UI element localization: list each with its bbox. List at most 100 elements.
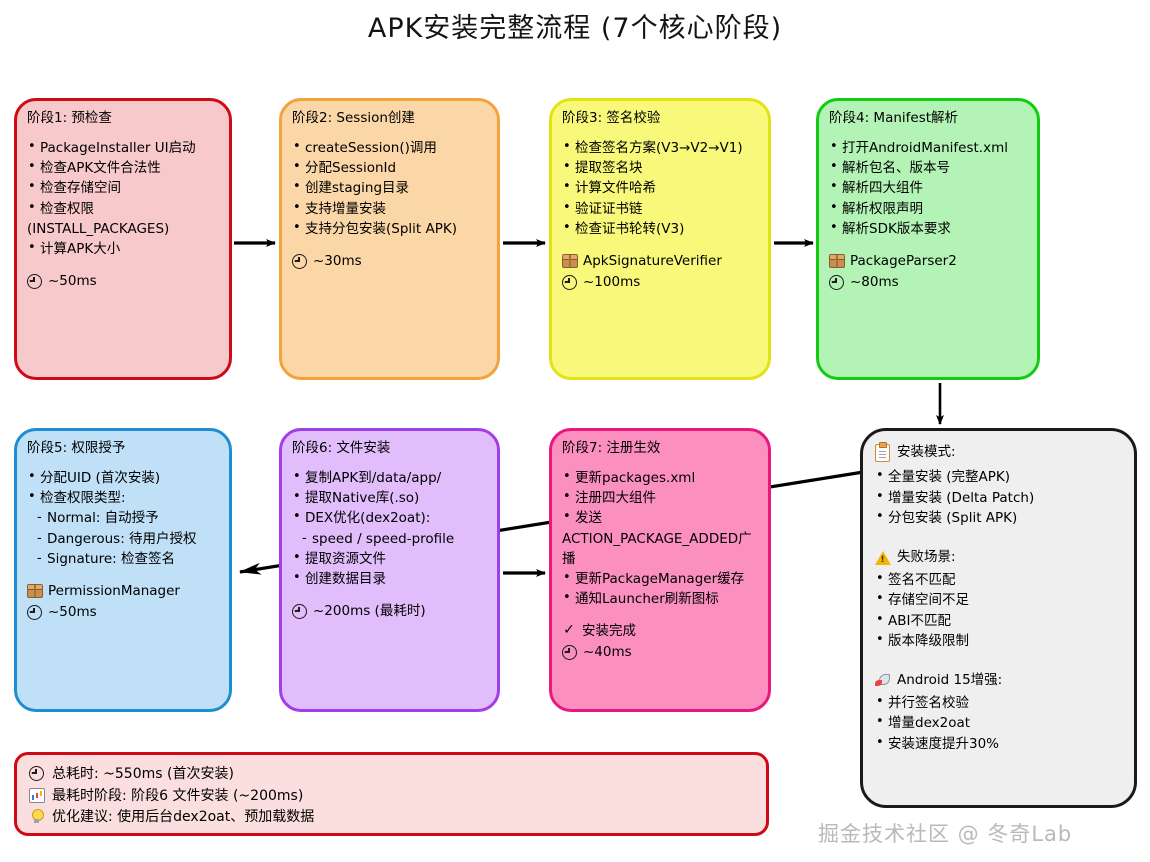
info-heading-text: Android 15增强: <box>897 671 1003 688</box>
summary-text: 最耗时阶段: 阶段6 文件安装 (~200ms) <box>52 787 304 804</box>
list-item: 解析包名、版本号 <box>829 158 1027 178</box>
page-title: APK安装完整流程 (7个核心阶段) <box>367 13 783 44</box>
list-item: ACTION_PACKAGE_ADDED广 <box>562 530 752 547</box>
list-item: 复制APK到/data/app/ <box>292 468 487 488</box>
duration-text: ~50ms <box>48 604 97 621</box>
list-item: 提取签名块 <box>562 158 758 178</box>
duration-text: ~100ms <box>583 274 641 291</box>
list-item: 计算APK大小 <box>27 239 219 259</box>
status-row: ✓ 安装完成 <box>562 622 758 642</box>
info-heading-text: 安装模式: <box>897 444 956 461</box>
phase-card-6-title: 阶段6: 文件安装 <box>292 440 391 456</box>
component-row: PermissionManager <box>27 582 219 602</box>
list-item: 版本降级限制 <box>875 631 1122 651</box>
list-item: 更新packages.xml <box>562 468 758 488</box>
list-item: 打开AndroidManifest.xml <box>829 138 1027 158</box>
duration-row: ~40ms <box>562 643 758 664</box>
package-icon <box>829 252 845 272</box>
phase-card-3-meta: ApkSignatureVerifier ~100ms <box>562 252 758 294</box>
component-row: ApkSignatureVerifier <box>562 252 758 272</box>
clock-icon <box>562 643 577 664</box>
summary-row-slowest-phase: 最耗时阶段: 阶段6 文件安装 (~200ms) <box>29 786 754 808</box>
duration-row: ~50ms <box>27 603 219 624</box>
phase-card-5-title: 阶段5: 权限授予 <box>27 440 126 456</box>
list-item: 解析权限声明 <box>829 199 1027 219</box>
phase-card-4-list: 打开AndroidManifest.xml 解析包名、版本号 解析四大组件 解析… <box>829 138 1027 239</box>
duration-text: ~30ms <box>313 252 362 269</box>
chart-icon <box>29 786 45 807</box>
phase-card-1-title: 阶段1: 预检查 <box>27 110 112 126</box>
info-list: 签名不匹配 存储空间不足 ABI不匹配 版本降级限制 <box>875 570 1122 652</box>
duration-row: ~200ms (最耗时) <box>292 602 487 623</box>
list-item: 创建数据目录 <box>292 569 487 589</box>
list-item: 分包安装 (Split APK) <box>875 508 1122 528</box>
list-item: 计算文件哈希 <box>562 178 758 198</box>
phase-card-1: 阶段1: 预检查 PackageInstaller UI启动 检查APK文件合法… <box>14 98 232 380</box>
status-text: 安装完成 <box>582 623 636 640</box>
list-item: Dangerous: 待用户授权 <box>27 530 219 549</box>
duration-row: ~50ms <box>27 272 219 293</box>
duration-text: ~80ms <box>850 274 899 291</box>
list-item: 检查签名方案(V3→V2→V1) <box>562 138 758 158</box>
phase-card-7-meta: ✓ 安装完成 ~40ms <box>562 622 758 664</box>
package-icon <box>562 252 578 272</box>
phase-card-1-list: PackageInstaller UI启动 检查APK文件合法性 检查存储空间 … <box>27 138 219 259</box>
list-item: 增量安装 (Delta Patch) <box>875 488 1122 508</box>
duration-row: ~80ms <box>829 273 1027 294</box>
clock-icon <box>562 273 577 294</box>
duration-text: ~50ms <box>48 273 97 290</box>
list-item: PackageInstaller UI启动 <box>27 138 219 158</box>
phase-card-3: 阶段3: 签名校验 检查签名方案(V3→V2→V1) 提取签名块 计算文件哈希 … <box>549 98 771 380</box>
check-icon: ✓ <box>563 622 575 639</box>
list-item: 发送 <box>562 508 758 528</box>
clock-icon <box>829 273 844 294</box>
list-item: 分配UID (首次安装) <box>27 468 219 488</box>
package-icon <box>27 582 43 602</box>
summary-text: 优化建议: 使用后台dex2oat、预加载数据 <box>52 809 315 826</box>
phase-card-5: 阶段5: 权限授予 分配UID (首次安装) 检查权限类型: Normal: 自… <box>14 428 232 712</box>
list-item: DEX优化(dex2oat): <box>292 508 487 528</box>
list-item: 更新PackageManager缓存 <box>562 569 758 589</box>
list-item: 解析四大组件 <box>829 178 1027 198</box>
info-group-heading: Android 15增强: <box>875 670 1122 690</box>
info-group-install-modes: 安装模式: 全量安装 (完整APK) 增量安装 (Delta Patch) 分包… <box>875 441 1122 529</box>
list-item: 检查权限 <box>27 199 219 219</box>
phase-card-5-list: 分配UID (首次安装) 检查权限类型: Normal: 自动授予 Danger… <box>27 468 219 569</box>
phase-card-3-list: 检查签名方案(V3→V2→V1) 提取签名块 计算文件哈希 验证证书链 检查证书… <box>562 138 758 239</box>
phase-card-2-list: createSession()调用 分配SessionId 创建staging目… <box>292 138 487 239</box>
phase-card-7: 阶段7: 注册生效 更新packages.xml 注册四大组件 发送 ACTIO… <box>549 428 771 712</box>
list-item: 全量安装 (完整APK) <box>875 467 1122 487</box>
list-item: 解析SDK版本要求 <box>829 219 1027 239</box>
list-item: 检查权限类型: <box>27 488 219 508</box>
component-text: ApkSignatureVerifier <box>583 252 722 269</box>
phase-card-2-meta: ~30ms <box>292 252 487 273</box>
clock-icon <box>29 764 44 785</box>
list-item: 创建staging目录 <box>292 178 487 198</box>
list-item: speed / speed-profile <box>292 530 487 549</box>
list-item: 增量dex2oat <box>875 713 1122 733</box>
list-item: ABI不匹配 <box>875 611 1122 631</box>
warning-icon <box>875 548 891 568</box>
list-item: 检查证书轮转(V3) <box>562 219 758 239</box>
duration-row: ~100ms <box>562 273 758 294</box>
list-item: 检查存储空间 <box>27 178 219 198</box>
info-group-android15: Android 15增强: 并行签名校验 增量dex2oat 安装速度提升30% <box>875 670 1122 754</box>
watermark: 掘金技术社区 @ 冬奇Lab <box>818 822 1073 846</box>
list-item: 安装速度提升30% <box>875 733 1122 754</box>
component-row: PackageParser2 <box>829 252 1027 272</box>
phase-card-6-meta: ~200ms (最耗时) <box>292 602 487 623</box>
component-text: PermissionManager <box>48 582 180 599</box>
list-item: 提取Native库(.so) <box>292 488 487 508</box>
phase-card-6: 阶段6: 文件安装 复制APK到/data/app/ 提取Native库(.so… <box>279 428 500 712</box>
bulb-icon <box>29 807 44 827</box>
info-group-heading: 安装模式: <box>875 441 1122 465</box>
list-item: 支持分包安装(Split APK) <box>292 219 487 239</box>
list-item: 注册四大组件 <box>562 488 758 508</box>
list-item: Signature: 检查签名 <box>27 550 219 569</box>
phase-card-1-meta: ~50ms <box>27 272 219 293</box>
list-item: 支持增量安装 <box>292 199 487 219</box>
summary-box: 总耗时: ~550ms (首次安装) 最耗时阶段: 阶段6 文件安装 (~200… <box>14 752 769 836</box>
clock-icon <box>27 603 42 624</box>
list-item: 通知Launcher刷新图标 <box>562 589 758 609</box>
summary-text: 总耗时: ~550ms (首次安装) <box>52 766 234 782</box>
